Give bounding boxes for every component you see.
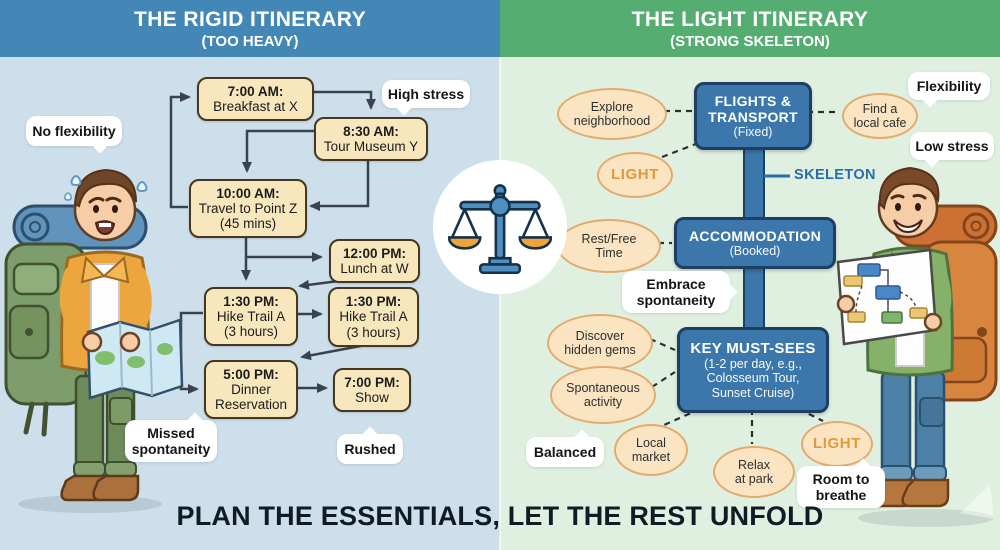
right-panel-header: THE LIGHT ITINERARY (STRONG SKELETON) — [500, 0, 1000, 57]
balance-scale-badge — [433, 160, 567, 294]
bubble-balanced: Balanced — [526, 437, 604, 467]
left-panel-subtitle: (TOO HEAVY) — [201, 32, 299, 50]
ellipse-spontaneous-activity: Spontaneous activity — [550, 366, 656, 424]
ellipse-light-1: LIGHT — [597, 152, 673, 198]
rigid-box-lunch-label: Lunch at W — [340, 261, 409, 276]
light-box-flights-title: FLIGHTS & TRANSPORT — [708, 92, 798, 125]
rigid-box-lunch-time: 12:00 PM: — [342, 245, 407, 261]
light-box-accommodation-title: ACCOMMODATION — [689, 227, 821, 244]
rigid-box-lunch: 12:00 PM: Lunch at W — [329, 239, 420, 283]
right-panel-title: THE LIGHT ITINERARY — [631, 7, 869, 31]
left-panel-header: THE RIGID ITINERARY (TOO HEAVY) — [0, 0, 500, 57]
rigid-box-hike-right: 1:30 PM: Hike Trail A (3 hours) — [328, 287, 419, 347]
rigid-box-show: 7:00 PM: Show — [333, 368, 411, 412]
bubble-low-stress: Low stress — [910, 132, 994, 160]
right-panel-subtitle: (STRONG SKELETON) — [670, 32, 830, 50]
light-box-flights: FLIGHTS & TRANSPORT (Fixed) — [694, 82, 812, 150]
bubble-rushed: Rushed — [337, 434, 403, 464]
rigid-box-breakfast-time: 7:00 AM: — [227, 83, 284, 99]
ellipse-explore-neighborhood: Explore neighborhood — [557, 88, 667, 140]
bubble-embrace-spontaneity: Embrace spontaneity — [622, 271, 730, 313]
bubble-missed-spontaneity: Missed spontaneity — [125, 420, 217, 462]
rigid-box-museum-label: Tour Museum Y — [323, 139, 419, 154]
rigid-box-dinner: 5:00 PM: Dinner Reservation — [204, 360, 298, 419]
rigid-box-hike-left-time: 1:30 PM: — [223, 293, 279, 309]
ellipse-rest-free-time: Rest/Free Time — [557, 219, 661, 273]
light-box-accommodation: ACCOMMODATION (Booked) — [674, 217, 836, 269]
light-box-must-sees-title: KEY MUST-SEES — [690, 339, 816, 357]
rigid-box-show-label: Show — [355, 390, 389, 405]
light-box-must-sees: KEY MUST-SEES (1-2 per day, e.g., Coloss… — [677, 327, 829, 413]
rigid-box-dinner-label: Dinner Reservation — [214, 381, 288, 413]
balance-scale-icon — [448, 184, 552, 275]
left-panel-title: THE RIGID ITINERARY — [134, 7, 366, 31]
rigid-box-dinner-time: 5:00 PM: — [223, 366, 279, 382]
rigid-box-hike-left-label: Hike Trail A (3 hours) — [216, 308, 286, 340]
rigid-box-hike-left: 1:30 PM: Hike Trail A (3 hours) — [204, 287, 298, 346]
rigid-box-breakfast-label: Breakfast at X — [213, 99, 298, 114]
bubble-room-to-breathe: Room to breathe — [797, 466, 885, 508]
ellipse-find-local-cafe: Find a local cafe — [842, 93, 918, 139]
skeleton-label: SKELETON — [794, 167, 876, 183]
rigid-box-museum-time: 8:30 AM: — [343, 123, 399, 139]
light-box-accommodation-subtitle: (Booked) — [729, 243, 781, 258]
rigid-box-travel: 10:00 AM: Travel to Point Z (45 mins) — [189, 179, 307, 238]
rigid-box-breakfast: 7:00 AM: Breakfast at X — [197, 77, 314, 121]
rigid-box-museum: 8:30 AM: Tour Museum Y — [314, 117, 428, 161]
light-box-must-sees-subtitle: (1-2 per day, e.g., Colosseum Tour, Suns… — [704, 357, 802, 400]
watermark-chevron-icon — [960, 485, 994, 519]
stressed-traveler-illustration — [4, 168, 184, 513]
rigid-box-hike-right-time: 1:30 PM: — [345, 294, 402, 310]
bubble-flexibility: Flexibility — [908, 72, 990, 100]
rigid-box-show-time: 7:00 PM: — [344, 374, 400, 390]
ellipse-local-market: Local market — [614, 424, 688, 476]
bubble-high-stress: High stress — [382, 80, 470, 108]
bubble-no-flexibility: No flexibility — [26, 116, 122, 146]
relaxed-traveler-illustration — [836, 166, 998, 527]
light-box-flights-subtitle: (Fixed) — [733, 124, 773, 139]
ellipse-discover-hidden-gems: Discover hidden gems — [547, 314, 653, 372]
footer-tagline: PLAN THE ESSENTIALS, LET THE REST UNFOLD — [176, 501, 824, 531]
rigid-box-travel-label: Travel to Point Z (45 mins) — [198, 200, 298, 232]
ellipse-relax-at-park: Relax at park — [713, 446, 795, 498]
rigid-box-hike-right-label: Hike Trail A (3 hours) — [339, 309, 408, 340]
rigid-box-travel-time: 10:00 AM: — [216, 185, 280, 201]
